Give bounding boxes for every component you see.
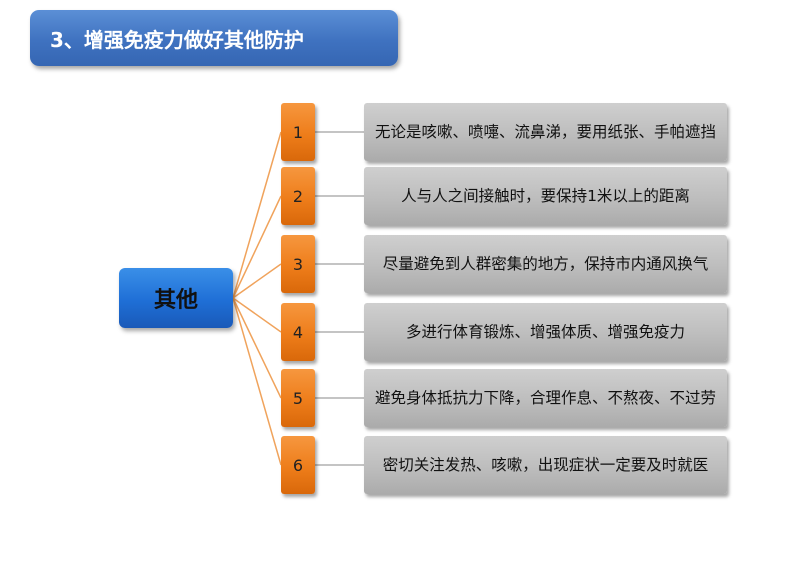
number-label-4: 4 (292, 322, 304, 342)
connector-root-3 (232, 263, 282, 299)
text-box-4: 多进行体育锻炼、增强体质、增强免疫力 (364, 303, 727, 361)
text-box-6: 密切关注发热、咳嗽，出现症状一定要及时就医 (364, 436, 727, 494)
text-label-2: 人与人之间接触时，要保持1米以上的距离 (401, 187, 690, 205)
text-label-6: 密切关注发热、咳嗽，出现症状一定要及时就医 (382, 456, 709, 474)
number-box-5: 5 (281, 369, 315, 427)
text-label-5: 避免身体抵抗力下降，合理作息、不熬夜、不过劳 (374, 389, 716, 407)
page-title: 3、增强免疫力做好其他防护 (50, 27, 304, 52)
text-box-2: 人与人之间接触时，要保持1米以上的距离 (364, 167, 727, 225)
root-node: 其他 (119, 268, 233, 328)
connector-root-1 (232, 131, 282, 299)
text-box-5: 避免身体抵抗力下降，合理作息、不熬夜、不过劳 (364, 369, 727, 427)
number-box-3: 3 (281, 235, 315, 293)
connector-root-2 (232, 195, 282, 299)
text-box-3: 尽量避免到人群密集的地方，保持市内通风换气 (364, 235, 727, 293)
connector-root-4 (232, 297, 282, 333)
title-banner: 3、增强免疫力做好其他防护 (30, 10, 398, 66)
connector-root-6 (232, 297, 282, 466)
root-label: 其他 (153, 288, 198, 313)
number-label-3: 3 (292, 254, 304, 274)
number-box-4: 4 (281, 303, 315, 361)
number-box-2: 2 (281, 167, 315, 225)
number-label-6: 6 (292, 455, 304, 475)
number-label-5: 5 (292, 388, 304, 408)
number-label-2: 2 (292, 186, 304, 206)
text-label-3: 尽量避免到人群密集的地方，保持市内通风换气 (382, 255, 709, 273)
text-label-1: 无论是咳嗽、喷嚏、流鼻涕，要用纸张、手帕遮挡 (374, 123, 716, 141)
number-label-1: 1 (292, 122, 304, 142)
text-label-4: 多进行体育锻炼、增强体质、增强免疫力 (405, 323, 685, 341)
number-box-6: 6 (281, 436, 315, 494)
number-box-1: 1 (281, 103, 315, 161)
connector-root-5 (232, 297, 282, 399)
text-box-1: 无论是咳嗽、喷嚏、流鼻涕，要用纸张、手帕遮挡 (364, 103, 727, 161)
